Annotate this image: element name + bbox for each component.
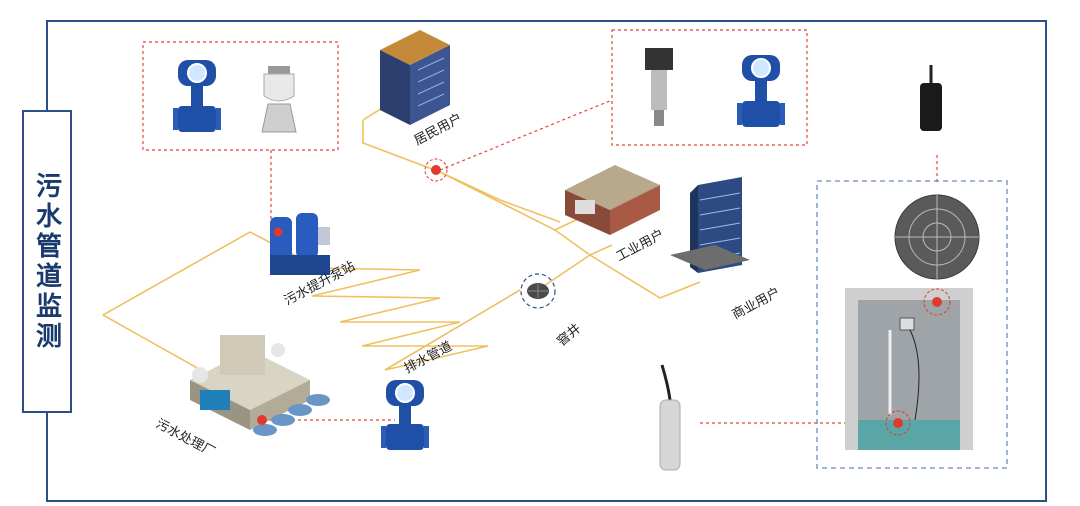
electromagnetic-flowmeter-icon: [737, 55, 785, 127]
device-box-right: [611, 29, 808, 146]
manhole-cover-icon: [520, 273, 556, 309]
clarifier-tanks-icon: [253, 394, 330, 436]
commercial-building-icon: [670, 177, 750, 273]
ultrasonic-level-sensor-icon: [920, 65, 942, 131]
alert-dot: [932, 297, 942, 307]
industrial-building-icon: [565, 165, 660, 235]
page-title: 污水管道监测: [31, 171, 62, 352]
pump-station-icon: [270, 213, 330, 275]
submersible-level-probe-icon: [659, 364, 681, 471]
device-box-left: [142, 41, 339, 151]
pressure-transmitter-icon: [645, 48, 673, 126]
electromagnetic-flowmeter-icon: [173, 60, 221, 132]
radar-level-sensor-icon: [261, 66, 297, 133]
manhole-detail-box: [816, 180, 1008, 469]
pipe-network: [102, 98, 701, 393]
alert-dot: [893, 418, 903, 428]
title-panel: 污水管道监测: [22, 110, 72, 413]
treatment-plant-icon: [190, 335, 310, 430]
electromagnetic-flowmeter-icon: [381, 380, 429, 450]
alert-dot: [257, 415, 267, 425]
alert-dot: [273, 227, 283, 237]
manhole-detail-illustration: [845, 194, 980, 450]
residential-building-icon: [380, 30, 450, 125]
alert-dot: [431, 165, 441, 175]
alert-markers: [257, 158, 951, 436]
